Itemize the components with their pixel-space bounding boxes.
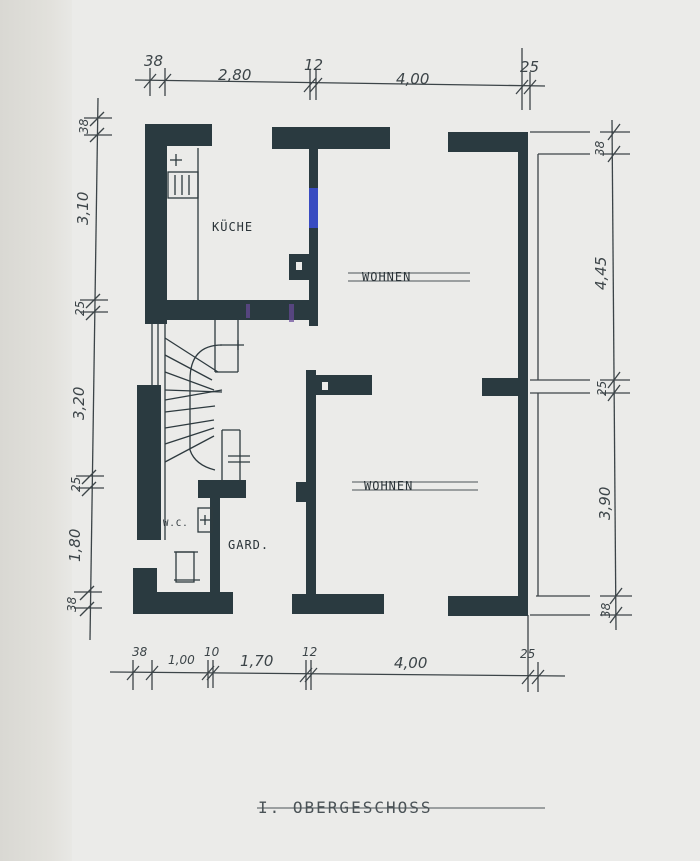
dim-top-1: 2,80 xyxy=(218,66,251,84)
dim-bottom-4: 12 xyxy=(302,645,317,659)
right-dimensions: 38 4,45 25 3,90 38 xyxy=(592,140,614,618)
dim-bottom-5: 4,00 xyxy=(394,654,427,672)
dim-right-2: 25 xyxy=(595,381,609,396)
dim-bottom-3: 1,70 xyxy=(240,652,273,670)
dim-left-4: 25 xyxy=(69,477,83,492)
walls xyxy=(133,124,528,616)
dim-top-4: 25 xyxy=(520,58,539,76)
bottom-dimensions: 38 1,00 10 1,70 12 4,00 25 xyxy=(132,645,535,672)
purple-marker-left xyxy=(246,304,250,318)
dim-left-5: 1,80 xyxy=(66,529,84,562)
dim-top-2: 12 xyxy=(304,56,323,74)
fixtures xyxy=(151,148,250,583)
top-dimensions: 38 2,80 12 4,00 25 xyxy=(144,52,539,88)
dim-top-0: 38 xyxy=(144,52,163,70)
blue-marker xyxy=(309,188,318,228)
chimney-voids xyxy=(296,262,328,390)
dim-bottom-6: 25 xyxy=(520,647,535,661)
dim-right-1: 4,45 xyxy=(592,257,610,290)
dim-left-6: 38 xyxy=(65,596,79,612)
room-label-kitchen: KÜCHE xyxy=(212,218,253,234)
dim-bottom-0: 38 xyxy=(132,645,148,659)
room-label-living-top: WOHNEN xyxy=(362,270,411,284)
dim-right-4: 38 xyxy=(599,602,613,618)
dim-right-3: 3,90 xyxy=(596,487,614,520)
room-label-living-bottom: WOHNEN xyxy=(364,479,413,493)
dim-left-3: 3,20 xyxy=(70,387,88,420)
dim-left-1: 3,10 xyxy=(74,192,92,225)
room-label-lines xyxy=(257,272,545,809)
dim-bottom-1: 1,00 xyxy=(168,653,195,667)
room-label-wc: W.C. xyxy=(163,519,189,529)
dim-left-0: 38 xyxy=(77,118,91,134)
paper-edge-strip xyxy=(0,0,72,861)
dim-left-2: 25 xyxy=(73,301,87,316)
dimension-lines xyxy=(74,48,632,692)
dim-top-3: 4,00 xyxy=(396,70,429,88)
dim-bottom-2: 10 xyxy=(204,645,220,659)
purple-marker-right xyxy=(289,304,294,322)
dim-right-0: 38 xyxy=(593,140,607,156)
drawing-title: I. OBERGESCHOSS xyxy=(258,798,433,817)
room-label-wardrobe: GARD. xyxy=(228,538,269,552)
left-dimensions: 38 3,10 25 3,20 25 1,80 38 xyxy=(65,118,92,612)
